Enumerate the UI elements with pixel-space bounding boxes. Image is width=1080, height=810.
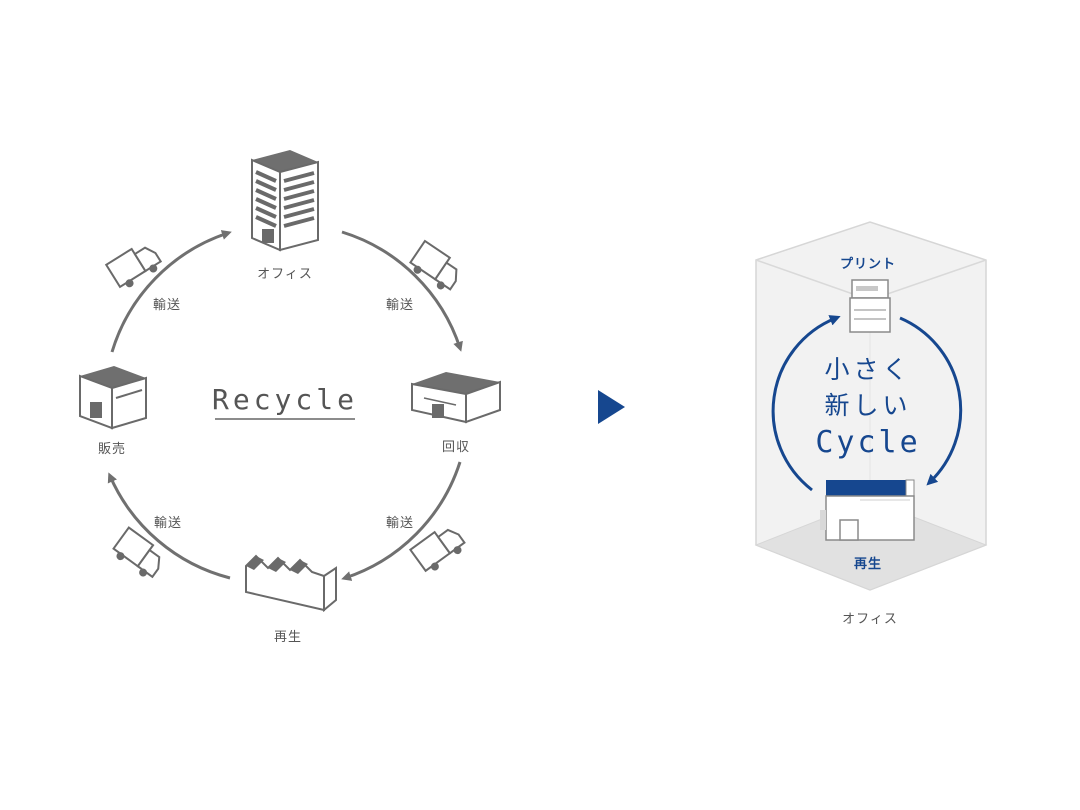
truck-icon	[104, 246, 163, 289]
triangle-arrow-icon	[598, 390, 625, 424]
recycle-arrows	[107, 230, 463, 581]
office-room-box	[754, 221, 988, 591]
printer-icon	[849, 279, 891, 333]
regeneration-label: 再生	[274, 630, 302, 645]
sales-label: 販売	[98, 441, 126, 457]
transport-label: 輸送	[386, 516, 414, 531]
arrow-collection-to-regeneration	[341, 461, 462, 581]
cycle-line-1: 小さく	[824, 355, 911, 384]
factory-icon	[245, 554, 337, 613]
print-label: プリント	[840, 257, 896, 272]
cycle-arrows	[771, 315, 963, 492]
arrow-to-print	[771, 315, 841, 492]
recycle-diagram: オフィス 回収 再生 販売	[79, 150, 501, 645]
office-label: オフィス	[257, 267, 313, 282]
arrow-regeneration-to-sales	[107, 472, 231, 580]
recycle-center-label: Recycle	[212, 383, 358, 416]
transport-label: 輸送	[154, 516, 182, 531]
regeneration-machine-icon	[820, 479, 915, 541]
cycle-diagram: プリント 小さく 新しい Cycle 再生 オフィス	[754, 221, 988, 627]
store-icon	[79, 366, 147, 430]
office-label-right: オフィス	[842, 612, 898, 627]
arrow-to-regeneration	[899, 316, 963, 486]
truck-icon	[408, 528, 466, 573]
arrow-sales-to-office	[110, 230, 232, 353]
transport-label: 輸送	[153, 298, 181, 313]
collection-label: 回収	[442, 440, 470, 455]
truck-icon	[112, 526, 161, 579]
truck-icon	[409, 239, 458, 291]
warehouse-icon	[411, 372, 501, 424]
arrow-office-to-collection	[341, 230, 463, 352]
cycle-line-2: 新しい	[824, 391, 911, 420]
office-building-icon	[251, 150, 319, 252]
transport-label: 輸送	[386, 298, 414, 313]
cycle-line-3: Cycle	[815, 425, 920, 460]
regeneration-label-blue: 再生	[854, 556, 882, 572]
